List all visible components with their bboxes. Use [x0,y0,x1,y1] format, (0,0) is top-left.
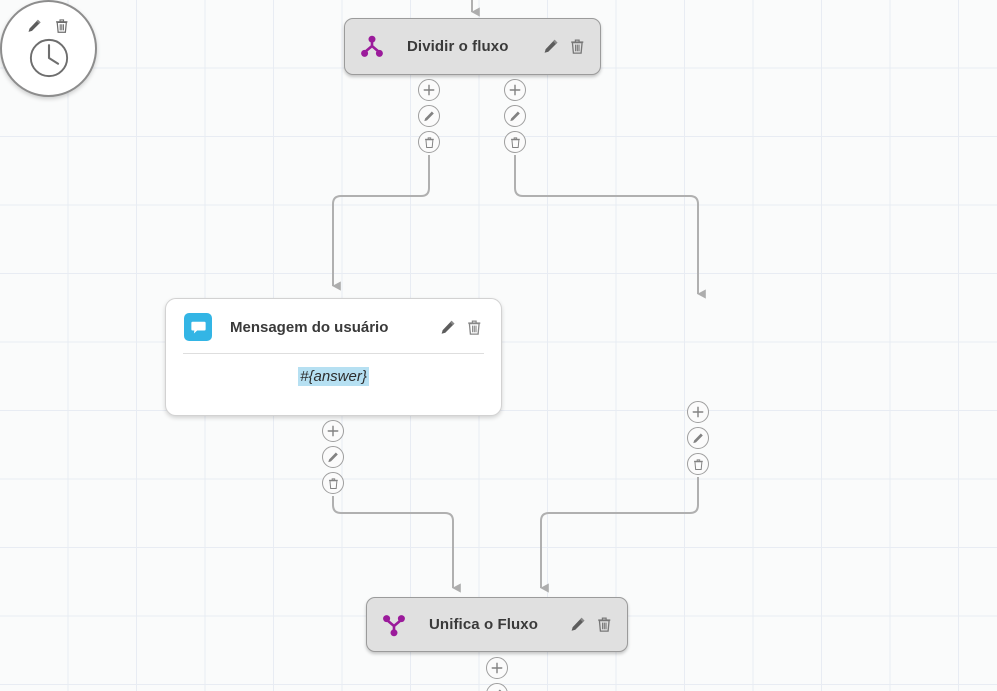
node-delay[interactable] [0,0,97,97]
message-title: Mensagem do usuário [230,318,389,336]
action-stack-split-left[interactable] [418,79,440,153]
message-header: Mensagem do usuário [166,299,501,341]
pencil-icon[interactable] [418,105,440,127]
action-stack-merge[interactable] [486,657,508,691]
plus-icon[interactable] [418,79,440,101]
pencil-icon[interactable] [27,18,44,35]
node-split-actions[interactable] [543,38,586,55]
pencil-icon[interactable] [504,105,526,127]
flow-merge-icon [381,612,407,638]
node-merge-flow[interactable]: Unifica o Fluxo [366,597,628,652]
pencil-icon[interactable] [440,319,457,336]
pencil-icon[interactable] [570,616,587,633]
node-split-flow[interactable]: Dividir o fluxo [344,18,601,75]
trash-icon[interactable] [687,453,709,475]
pencil-icon[interactable] [486,683,508,691]
message-divider [183,353,484,354]
clock-icon [28,37,70,84]
plus-icon[interactable] [486,657,508,679]
trash-icon[interactable] [322,472,344,494]
plus-icon[interactable] [687,401,709,423]
action-stack-split-right[interactable] [504,79,526,153]
node-split-title: Dividir o fluxo [407,38,509,55]
pencil-icon[interactable] [687,427,709,449]
message-variable-chip: #{answer} [298,367,369,386]
action-stack-delay[interactable] [687,401,709,475]
node-merge-title: Unifica o Fluxo [429,616,539,633]
pencil-icon[interactable] [322,446,344,468]
edge-delay-merge [540,477,699,593]
plus-icon[interactable] [322,420,344,442]
trash-icon[interactable] [569,38,586,55]
edge-split-delay [514,155,706,299]
trash-icon[interactable] [54,18,71,35]
pencil-icon[interactable] [543,38,560,55]
trash-icon[interactable] [596,616,613,633]
trash-icon[interactable] [466,319,483,336]
flow-split-icon [359,34,385,60]
message-body: #{answer} [166,354,501,386]
action-stack-message[interactable] [322,420,344,494]
plus-icon[interactable] [504,79,526,101]
edge-split-message [332,155,430,291]
node-message-actions[interactable] [440,319,483,336]
edge-message-merge [332,496,461,593]
trash-icon[interactable] [504,131,526,153]
node-merge-actions[interactable] [570,616,613,633]
node-user-message[interactable]: Mensagem do usuário [165,298,502,416]
node-delay-actions[interactable] [27,18,71,35]
trash-icon[interactable] [418,131,440,153]
chat-bubble-icon [184,313,212,341]
